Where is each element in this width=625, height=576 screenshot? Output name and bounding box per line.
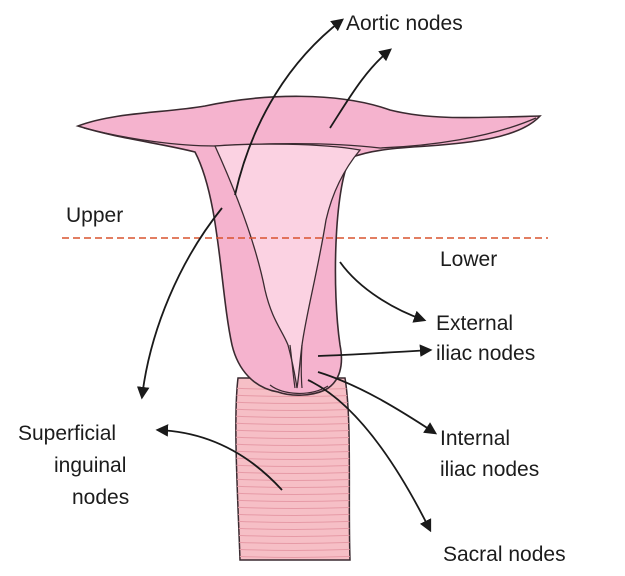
arrow-external-iliac: [340, 262, 424, 320]
label-internal-line1: Internal: [440, 427, 510, 450]
label-external-line1: External: [436, 312, 513, 335]
label-aortic-nodes: Aortic nodes: [346, 12, 463, 35]
label-superficial-line3: nodes: [72, 486, 129, 509]
label-upper: Upper: [66, 204, 123, 227]
arrow-superficial-inguinal-upper: [142, 208, 222, 397]
vagina: [230, 378, 360, 560]
label-lower: Lower: [440, 248, 497, 271]
label-superficial-line2: inguinal: [54, 454, 126, 477]
label-internal-line2: iliac nodes: [440, 458, 539, 481]
label-superficial-line1: Superficial: [18, 422, 116, 445]
label-sacral-nodes: Sacral nodes: [443, 543, 566, 566]
label-external-line2: iliac nodes: [436, 342, 535, 365]
